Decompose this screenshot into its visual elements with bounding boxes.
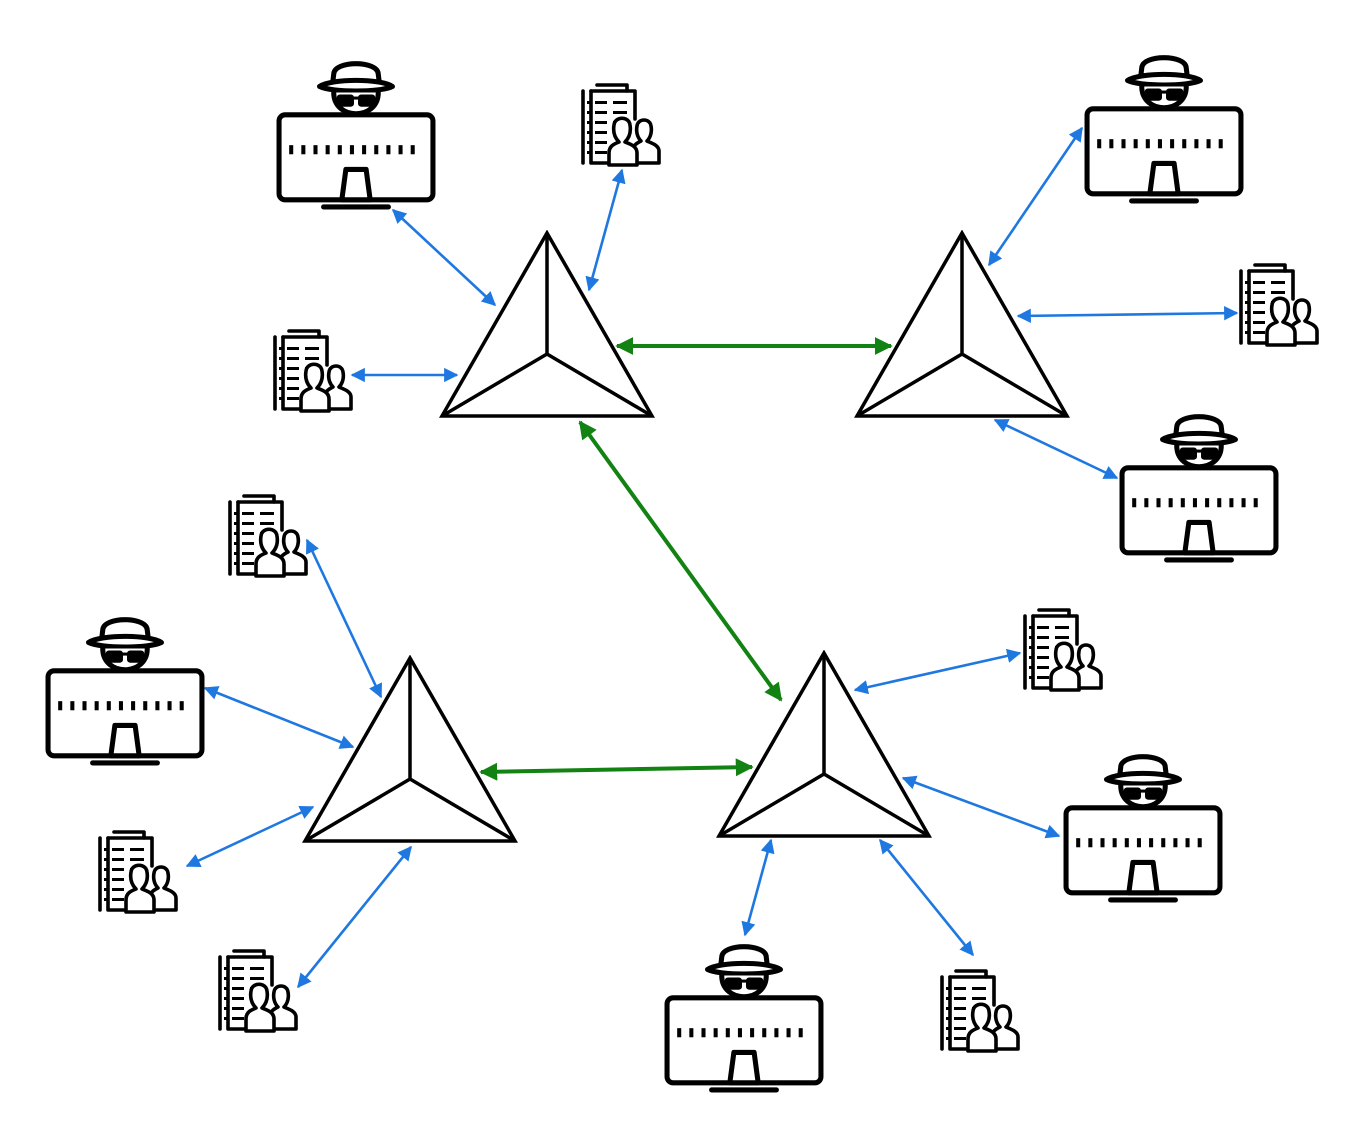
office-building-people-icon <box>940 969 1020 1053</box>
client-link-hacker-hub-3 <box>203 686 355 749</box>
office-building-people-icon <box>218 949 298 1033</box>
client-link-hacker-hub-1 <box>391 209 497 306</box>
hacker-computer-icon <box>667 947 821 1090</box>
triangular-pyramid-icon <box>303 656 517 843</box>
client-link-organization-hub-2 <box>1016 306 1239 323</box>
office-building-people-icon <box>1023 608 1103 692</box>
office-building-people-icon <box>1239 263 1319 347</box>
client-link-hacker-hub-4 <box>741 838 775 937</box>
client-link-organization-hub-4 <box>878 838 975 957</box>
office-building-people-icon <box>98 830 178 914</box>
client-link-organization-hub-3 <box>296 845 413 989</box>
hacker-computer-icon <box>1122 417 1276 560</box>
office-building-people-icon <box>581 83 661 167</box>
hub-link-hub-1-hub-4 <box>578 420 783 702</box>
client-link-hacker-hub-2 <box>993 418 1119 480</box>
client-link-hacker-hub-4 <box>901 775 1061 839</box>
client-link-organization-hub-1 <box>585 168 626 292</box>
hacker-computer-icon <box>48 620 202 763</box>
office-building-people-icon <box>228 494 308 578</box>
client-link-hacker-hub-2 <box>987 126 1084 267</box>
client-link-organization-hub-3 <box>305 538 383 699</box>
office-building-people-icon <box>273 329 353 413</box>
hacker-computer-icon <box>279 64 433 207</box>
triangular-pyramid-icon <box>855 231 1069 418</box>
hacker-computer-icon <box>1087 58 1241 201</box>
hub-link-hub-3-hub-4 <box>479 758 754 781</box>
triangular-pyramid-icon <box>440 231 654 418</box>
client-link-organization-hub-4 <box>853 648 1022 695</box>
hacker-computer-icon <box>1066 757 1220 900</box>
client-link-organization-hub-3 <box>185 805 315 868</box>
